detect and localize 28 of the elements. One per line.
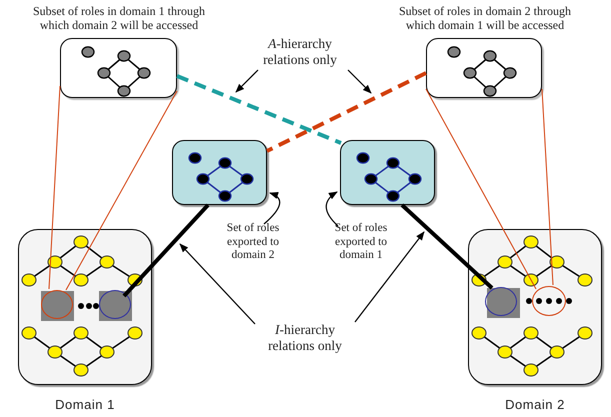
domain-label: Domain 2 [504,397,566,412]
arrow [179,243,256,324]
connector-line [48,86,60,290]
exported-roles-box [340,140,435,205]
thick-connector [122,204,210,298]
arrow [235,70,258,93]
connector-line [426,88,536,290]
annotation-text: Set of roles exported to domain 1 [326,222,396,264]
box-caption: Subset of roles in domain 2 through which domain 1 will be accessed [398,4,572,32]
arrow [354,231,425,322]
annotation-text: A-hierarchy relations only [250,36,350,70]
arrow [326,192,338,226]
role-group-ring [41,290,73,319]
dashed-connector [176,74,342,145]
arrow [348,70,372,94]
domain-label: Domain 1 [54,397,116,412]
dashed-connector [266,71,427,153]
box-caption: Subset of roles in domain 1 through which domain 2 will be accessed [32,4,206,32]
thick-connector [400,204,494,290]
role-group-ring [99,290,131,319]
annotation-text: I-hierarchy relations only [255,322,355,356]
role-group-ring [485,287,517,316]
connector-line [66,90,178,290]
role-group-ring [532,286,566,316]
annotation-text: Set of roles exported to domain 2 [222,222,284,264]
exported-roles-box [172,140,267,205]
connector-line [542,88,554,286]
arrow [264,192,280,224]
